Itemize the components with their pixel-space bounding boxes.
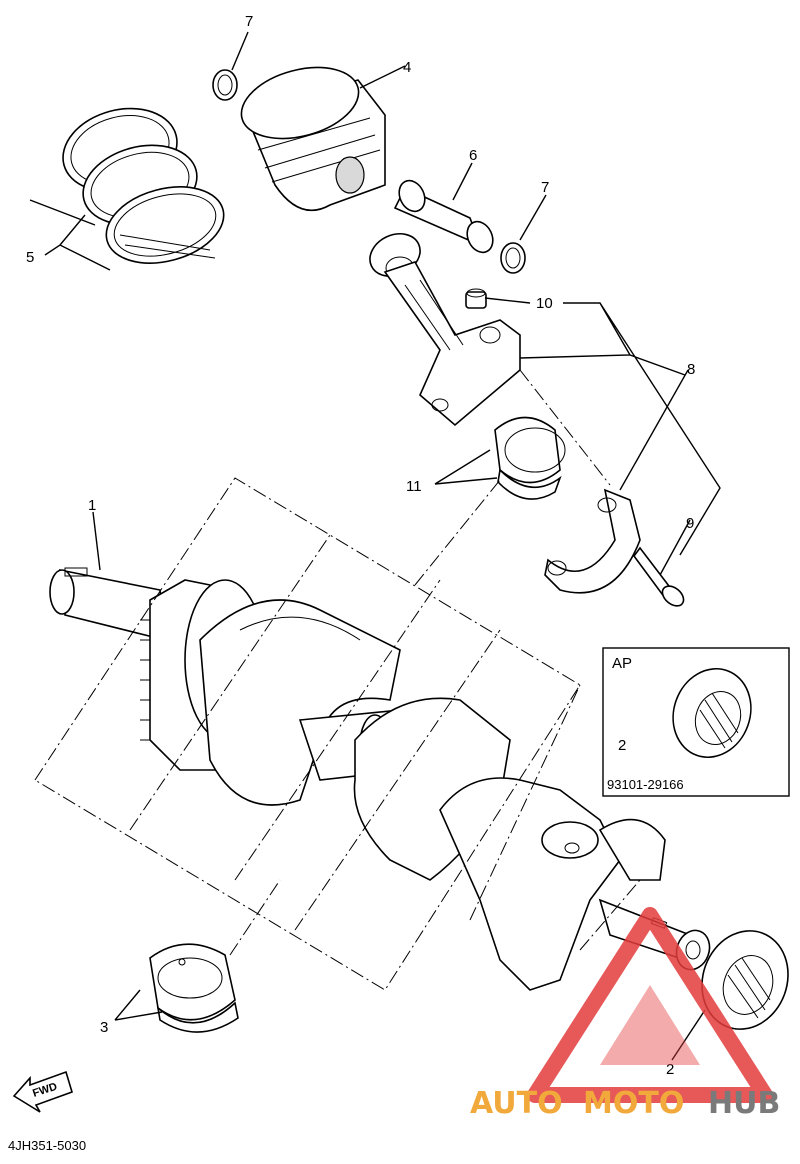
callout-11: 11	[406, 478, 422, 495]
watermark-auto: AUTO	[470, 1086, 563, 1121]
part-number: 93101-29166	[607, 777, 684, 792]
callout-10: 10	[536, 295, 553, 312]
fwd-arrow-icon: FWD	[12, 1070, 73, 1113]
watermark-logo	[527, 907, 773, 1103]
watermark-moto: MOTO	[583, 1086, 684, 1121]
callout-8: 8	[687, 361, 695, 378]
callout-2-inset: 2	[618, 737, 626, 754]
callout-5: 5	[26, 249, 34, 266]
callout-7-right: 7	[541, 179, 549, 196]
circlip-right	[500, 242, 526, 274]
assembly-guide-lines	[34, 369, 641, 991]
rod-bearings	[494, 416, 566, 500]
callout-3: 3	[100, 1019, 108, 1036]
piston-rings	[62, 107, 225, 264]
rod-nut	[465, 288, 487, 309]
main-bearings	[149, 943, 239, 1033]
callout-numbers: 1 2 3 4 5 6 7 7 8 9 10 11	[26, 13, 695, 1078]
callout-7-left: 7	[245, 13, 253, 30]
oil-seal-inset	[672, 667, 752, 759]
callout-9: 9	[686, 515, 694, 532]
connecting-rod	[369, 233, 521, 427]
watermark-hub: HUB	[708, 1086, 780, 1121]
circlip-left	[212, 69, 238, 101]
callout-1: 1	[88, 497, 96, 514]
inset-ap: AP 2 93101-29166	[602, 647, 790, 797]
leader-lines	[29, 31, 721, 1061]
piston	[240, 66, 386, 212]
rod-bolt	[633, 546, 685, 607]
piston-pin	[393, 179, 494, 254]
callout-2-main: 2	[666, 1061, 674, 1078]
watermark-text: AUTO MOTO HUB	[470, 1086, 780, 1121]
inset-label: AP	[612, 655, 632, 672]
diagram-code: 4JH351-5030	[8, 1138, 86, 1153]
callout-4: 4	[403, 59, 411, 76]
rod-cap	[544, 488, 641, 594]
oil-seal-main	[701, 930, 789, 1030]
callout-6: 6	[469, 147, 477, 164]
